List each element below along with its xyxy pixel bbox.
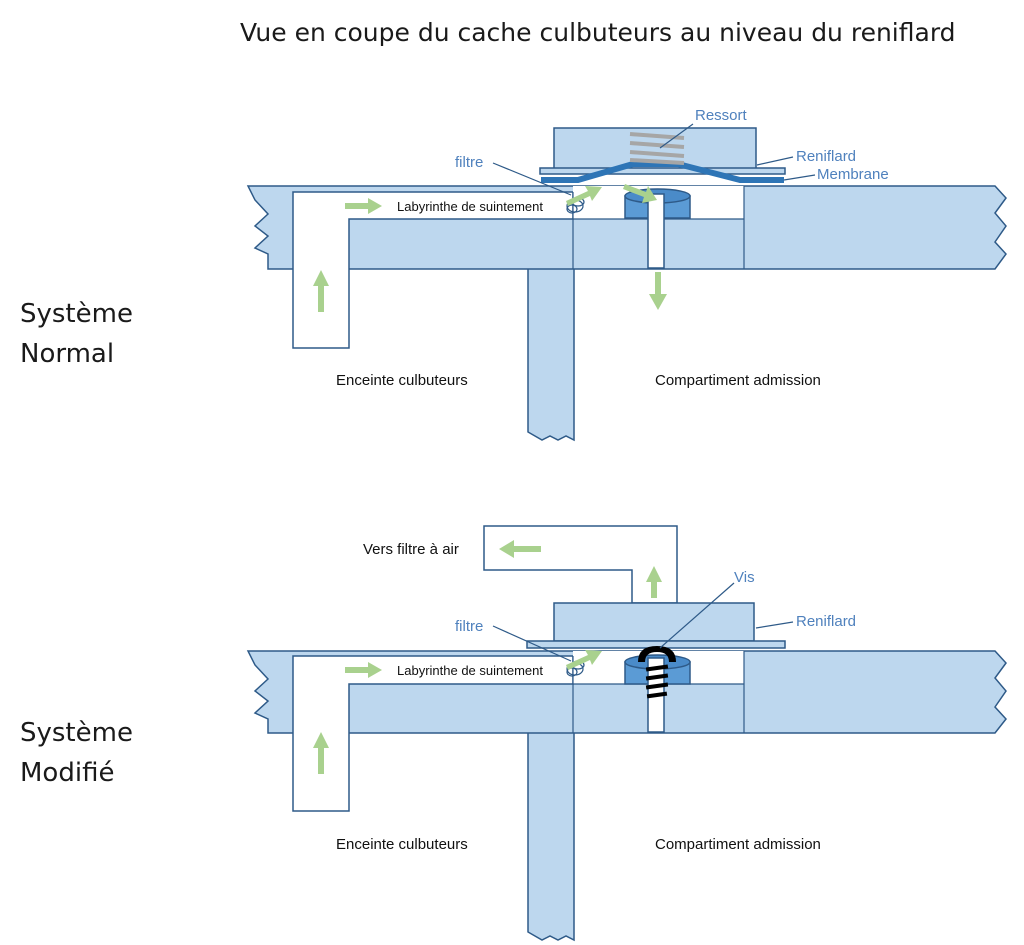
vertical-wall-modified [527, 731, 575, 942]
filter-label-modified: filtre [455, 618, 483, 635]
diagram-title: Vue en coupe du cache culbuteurs au nive… [240, 18, 956, 47]
flow-arrow-labyrinth-modified [345, 662, 382, 678]
flow-arrow-diagonal-modified [566, 650, 602, 670]
membrane-label: Membrane [817, 166, 889, 183]
filter-label-normal: filtre [455, 154, 483, 171]
breather-cover-modified [553, 602, 755, 642]
normal-system-section: Système Normal [20, 107, 1007, 442]
boss-normal [624, 188, 691, 269]
flow-arrow-up-normal [313, 270, 329, 312]
hose-to-air-filter [483, 525, 678, 604]
breather-label-normal: Reniflard [796, 148, 856, 165]
modified-system-label-line2: Modifié [20, 758, 114, 788]
breather-label-modified: Reniflard [796, 613, 856, 630]
flow-arrow-diagonal-normal [566, 186, 602, 206]
to-air-filter-label: Vers filtre à air [363, 541, 459, 558]
normal-system-label-line1: Système [20, 299, 133, 329]
intake-compartment-label-normal: Compartiment admission [655, 372, 821, 389]
screw-icon [638, 646, 676, 699]
membrane-shape-normal [541, 161, 784, 183]
labyrinth-label-modified: Labyrinthe de suintement [397, 663, 543, 678]
breather-plate-normal [539, 167, 786, 175]
spring-normal [629, 132, 685, 165]
vertical-wall-normal [527, 267, 575, 442]
flow-arrow-into-boss-normal [623, 184, 657, 203]
flow-arrow-up-modified [313, 732, 329, 774]
rocker-chamber-label-modified: Enceinte culbuteurs [336, 836, 468, 853]
spring-label: Ressort [695, 107, 748, 124]
flow-arrow-labyrinth-normal [345, 198, 382, 214]
normal-system-label-line2: Normal [20, 339, 114, 369]
modified-system-label-line1: Système [20, 718, 133, 748]
flow-arrow-left-hose [499, 540, 541, 558]
rocker-chamber-label-normal: Enceinte culbuteurs [336, 372, 468, 389]
intake-compartment-label-modified: Compartiment admission [655, 836, 821, 853]
flow-arrow-up-hose [646, 566, 662, 598]
labyrinth-label-normal: Labyrinthe de suintement [397, 199, 543, 214]
flow-arrow-down-normal [649, 272, 667, 310]
screw-label: Vis [734, 569, 755, 586]
modified-system-section: Système Modifié [20, 525, 1007, 942]
